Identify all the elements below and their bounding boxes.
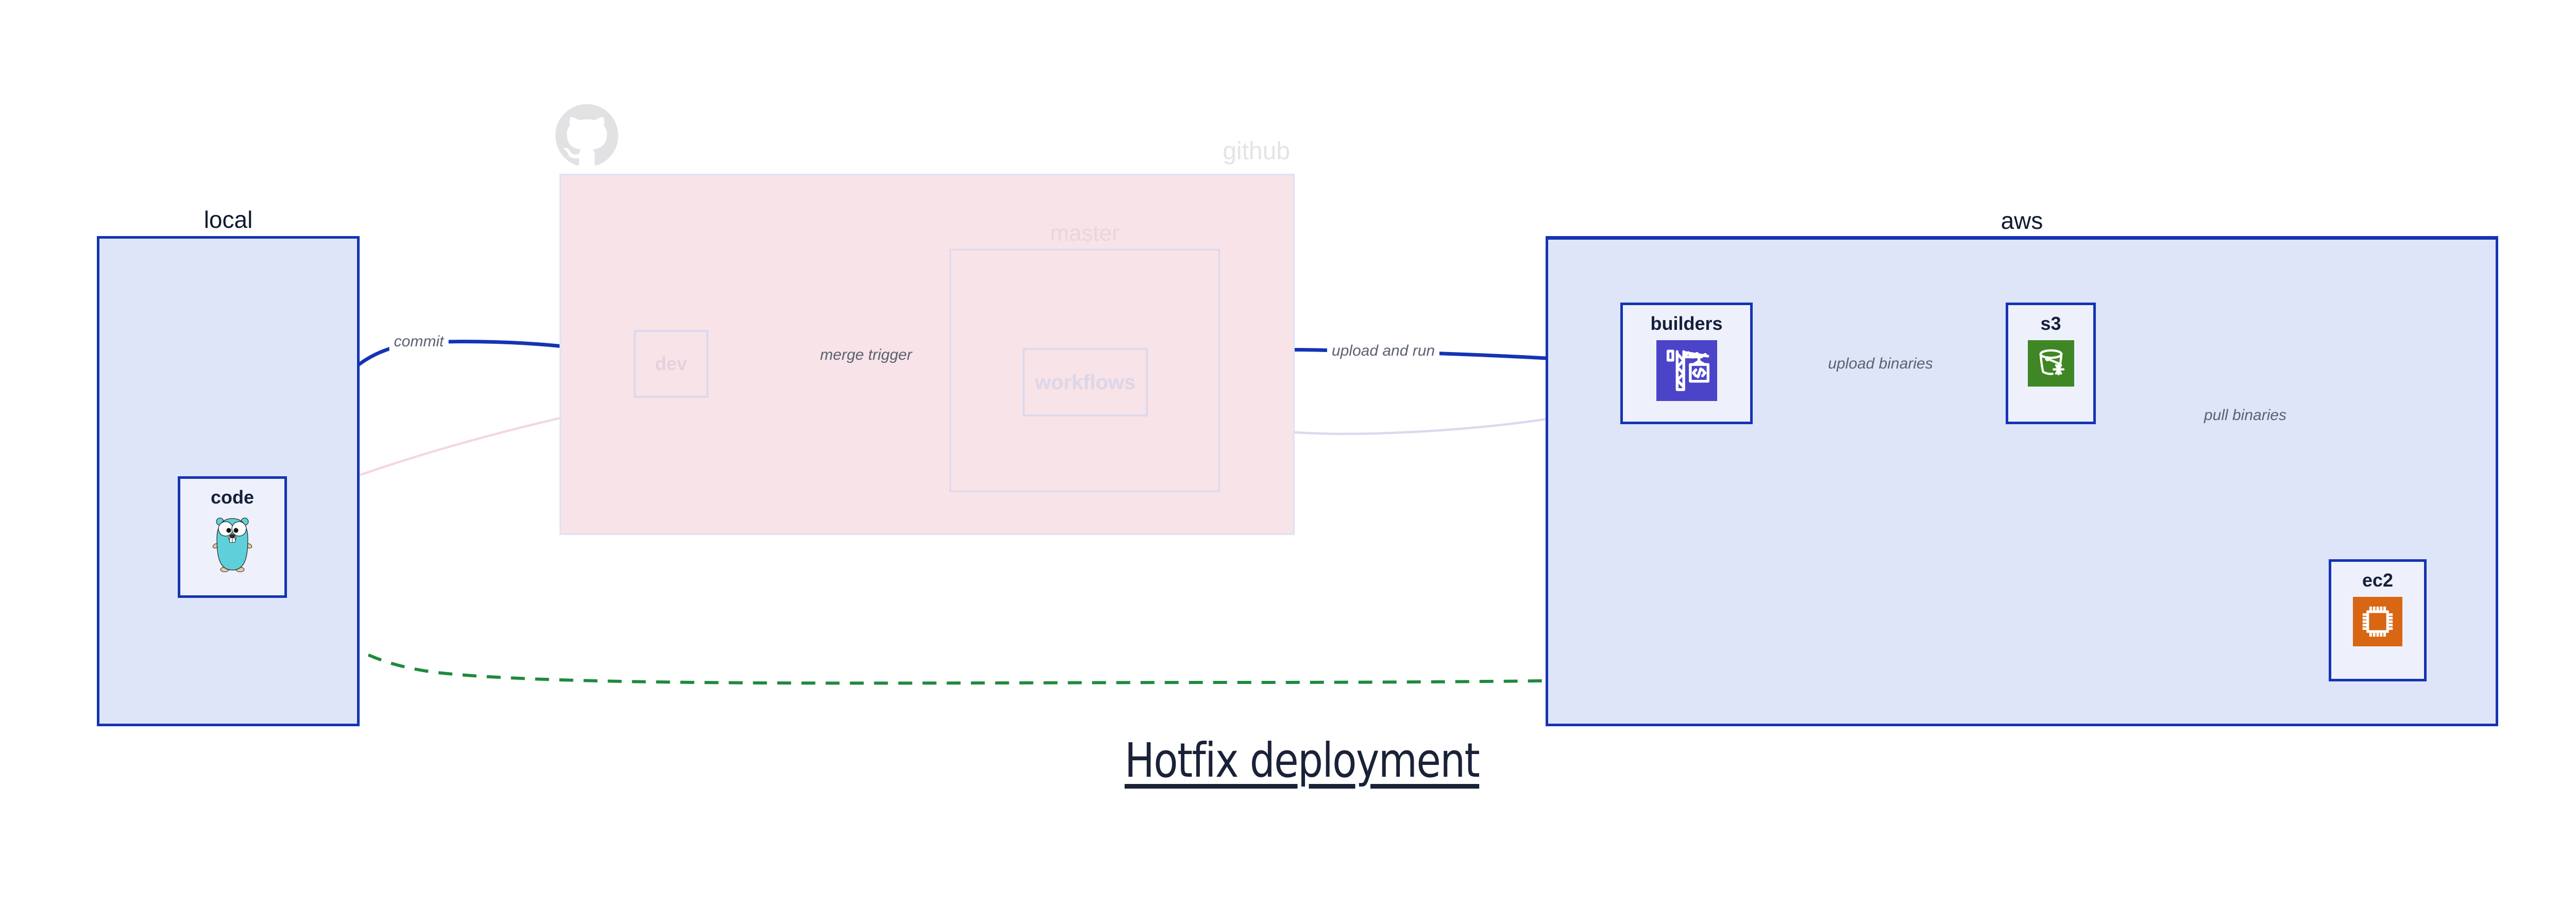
container-github-label: github [1223, 138, 1290, 165]
node-s3: s3 [2006, 303, 2096, 424]
go-gopher-icon [212, 517, 252, 572]
container-master: master [950, 221, 1220, 492]
diagram-title: Hotfix deployment [1124, 733, 1480, 788]
node-ec2-label: ec2 [2362, 570, 2394, 591]
github-logo-icon [555, 104, 618, 165]
node-s3-label: s3 [2040, 313, 2061, 334]
edge-label-pull-binaries: pull binaries [2199, 405, 2292, 426]
ec2-chip-icon [2353, 596, 2402, 646]
codebuild-crane-icon [1656, 340, 1717, 401]
node-dev-label: dev [655, 353, 687, 375]
container-master-label: master [1050, 221, 1120, 246]
node-code: code [178, 476, 287, 598]
node-ec2: ec2 [2329, 559, 2427, 681]
node-builders-label: builders [1650, 313, 1723, 334]
edge-label-upload-binaries: upload binaries [1823, 354, 1938, 374]
node-dev: dev [634, 330, 708, 398]
node-workflows-label: workflows [1035, 371, 1136, 394]
node-builders: builders [1620, 303, 1753, 424]
container-aws-label: aws [2001, 207, 2043, 234]
node-code-label: code [210, 487, 255, 508]
s3-bucket-icon [2027, 340, 2074, 387]
edge-label-merge-trigger: merge trigger [815, 345, 917, 365]
edge-label-upload-and-run: upload and run [1327, 341, 1440, 361]
container-github: github [560, 138, 1295, 535]
node-workflows: workflows [1023, 348, 1148, 416]
container-local-label: local [204, 206, 253, 233]
edge-label-commit: commit [389, 331, 449, 352]
